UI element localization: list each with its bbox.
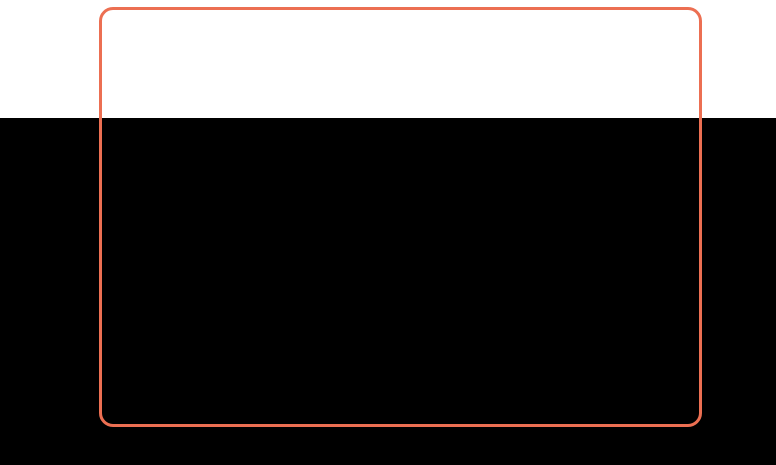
bottom-black-region bbox=[0, 118, 776, 465]
top-white-region bbox=[0, 0, 776, 118]
highlight-frame bbox=[99, 7, 702, 427]
